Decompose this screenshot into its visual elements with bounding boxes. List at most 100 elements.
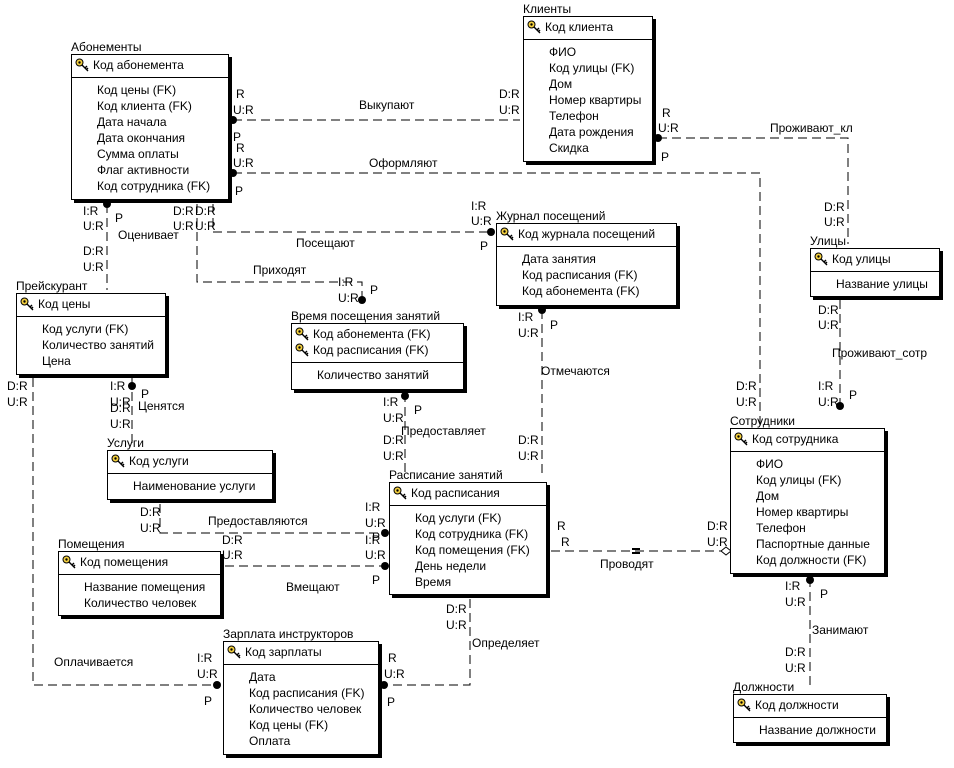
entity-title: Абонементы bbox=[71, 40, 142, 54]
ri-marker: D:R bbox=[222, 533, 243, 547]
rel-label-opredelyaet: Определяет bbox=[472, 636, 540, 650]
attribute-row: Дом bbox=[756, 489, 780, 503]
attribute-row: Код абонемента (FK) bbox=[522, 284, 640, 298]
rel-label-prozhivayut-sotr: Проживают_сотр bbox=[832, 346, 928, 360]
ri-marker: D:R bbox=[173, 204, 194, 218]
rel-label-otsenivaet: Оценивает bbox=[118, 228, 179, 242]
entity-title: Услуги bbox=[107, 436, 144, 450]
primary-key-row: Код помещения bbox=[59, 554, 220, 570]
ri-marker: P bbox=[414, 403, 423, 417]
ri-marker: U:R bbox=[222, 548, 243, 562]
attribute-section: Код цены (FK)Код клиента (FK)Дата начала… bbox=[72, 78, 228, 194]
primary-key-section: Код улицы bbox=[811, 249, 939, 272]
ri-marker: I:R bbox=[785, 579, 801, 593]
rel-line-oplachivaetsya bbox=[32, 378, 218, 686]
rel-label-vmeshchayut: Вмещают bbox=[286, 580, 340, 594]
attribute-row: Дата рождения bbox=[549, 125, 634, 139]
entity-title: Помещения bbox=[58, 537, 125, 551]
key-icon bbox=[737, 698, 751, 712]
rel-line-poseshchayut bbox=[212, 204, 491, 233]
entity-vremya: Время посещения занятий Код абонемента (… bbox=[291, 309, 464, 390]
ri-marker: D:R bbox=[818, 303, 839, 317]
attribute-row: Скидка bbox=[549, 141, 589, 155]
attribute-row: Номер квартиры bbox=[756, 505, 849, 519]
ri-marker: D:R bbox=[785, 645, 806, 659]
primary-key-row: Код цены bbox=[17, 296, 165, 312]
ri-marker: P bbox=[480, 239, 489, 253]
primary-key-label: Код зарплаты bbox=[245, 645, 322, 659]
primary-key-row: Код улицы bbox=[811, 251, 939, 267]
ri-marker: U:R bbox=[110, 417, 131, 431]
ri-marker: D:R bbox=[824, 200, 845, 214]
primary-key-label: Код помещения bbox=[80, 555, 169, 569]
rel-line-prikhodyat bbox=[196, 204, 363, 300]
ri-marker: I:R bbox=[83, 204, 99, 218]
ri-marker: D:R bbox=[736, 379, 757, 393]
rel-line-prozhivayut-kl bbox=[658, 137, 849, 244]
attribute-row: Дата bbox=[249, 670, 276, 684]
ri-marker: I:R bbox=[197, 651, 213, 665]
ri-marker: P bbox=[820, 587, 829, 601]
primary-key-label: Код цены bbox=[38, 297, 91, 311]
attribute-row: ФИО bbox=[756, 457, 784, 471]
primary-key-row: Код сотрудника bbox=[731, 431, 884, 447]
primary-key-section: Код цены bbox=[17, 294, 165, 317]
ri-marker: I:R bbox=[365, 533, 381, 547]
primary-key-section: Код клиента bbox=[524, 17, 652, 40]
attribute-row: Код услуги (FK) bbox=[42, 322, 129, 336]
rel-line-predostavlyayutsya bbox=[159, 504, 385, 534]
attribute-row: Наименование услуги bbox=[133, 479, 256, 493]
entity-title: Расписание занятий bbox=[389, 468, 503, 482]
ri-marker: R bbox=[236, 141, 245, 155]
attribute-row: Дата начала bbox=[97, 115, 167, 129]
ri-marker: D:R bbox=[499, 87, 520, 101]
rel-label-otmechayutsya: Отмечаются bbox=[541, 364, 610, 378]
rel-end-dot bbox=[381, 562, 389, 570]
ri-marker: U:R bbox=[233, 103, 254, 117]
attribute-row: Дом bbox=[549, 77, 573, 91]
attribute-row: Код улицы (FK) bbox=[549, 61, 635, 75]
attribute-row: Код сотрудника (FK) bbox=[415, 527, 529, 541]
primary-key-label: Код расписания bbox=[411, 486, 500, 500]
primary-key-label: Код клиента bbox=[545, 20, 614, 34]
primary-key-row: Код абонемента (FK) bbox=[292, 326, 463, 342]
ri-marker: U:R bbox=[824, 215, 845, 229]
primary-key-row: Код расписания bbox=[390, 485, 546, 501]
ri-marker: I:R bbox=[518, 310, 534, 324]
primary-key-label: Код услуги bbox=[129, 454, 189, 468]
key-icon bbox=[814, 252, 828, 266]
ri-marker: I:R bbox=[383, 395, 399, 409]
rel-label-prikhodyat: Приходят bbox=[253, 263, 307, 277]
attribute-row: Код должности (FK) bbox=[756, 553, 867, 567]
attribute-section: Количество занятий bbox=[292, 363, 463, 383]
rel-end-dot bbox=[654, 134, 662, 142]
key-icon bbox=[295, 327, 309, 341]
primary-key-section: Код журнала посещений bbox=[497, 224, 676, 247]
entity-title: Журнал посещений bbox=[496, 209, 606, 223]
rel-end-dot bbox=[806, 576, 814, 584]
primary-key-label: Код абонемента (FK) bbox=[313, 327, 431, 341]
primary-key-label: Код абонемента bbox=[93, 58, 184, 72]
ri-marker: U:R bbox=[499, 103, 520, 117]
attribute-row: Код улицы (FK) bbox=[756, 473, 842, 487]
attribute-row: Количество занятий bbox=[42, 338, 154, 352]
ri-marker: U:R bbox=[83, 219, 104, 233]
rel-end-dot bbox=[401, 392, 409, 400]
primary-key-row: Код клиента bbox=[524, 19, 652, 35]
ri-marker: P bbox=[235, 184, 244, 198]
ri-marker: D:R bbox=[110, 401, 131, 415]
attribute-row: Код расписания (FK) bbox=[522, 268, 638, 282]
ri-marker: I:R bbox=[338, 275, 354, 289]
rel-label-predostavlyaet: Предоставляет bbox=[401, 424, 486, 438]
